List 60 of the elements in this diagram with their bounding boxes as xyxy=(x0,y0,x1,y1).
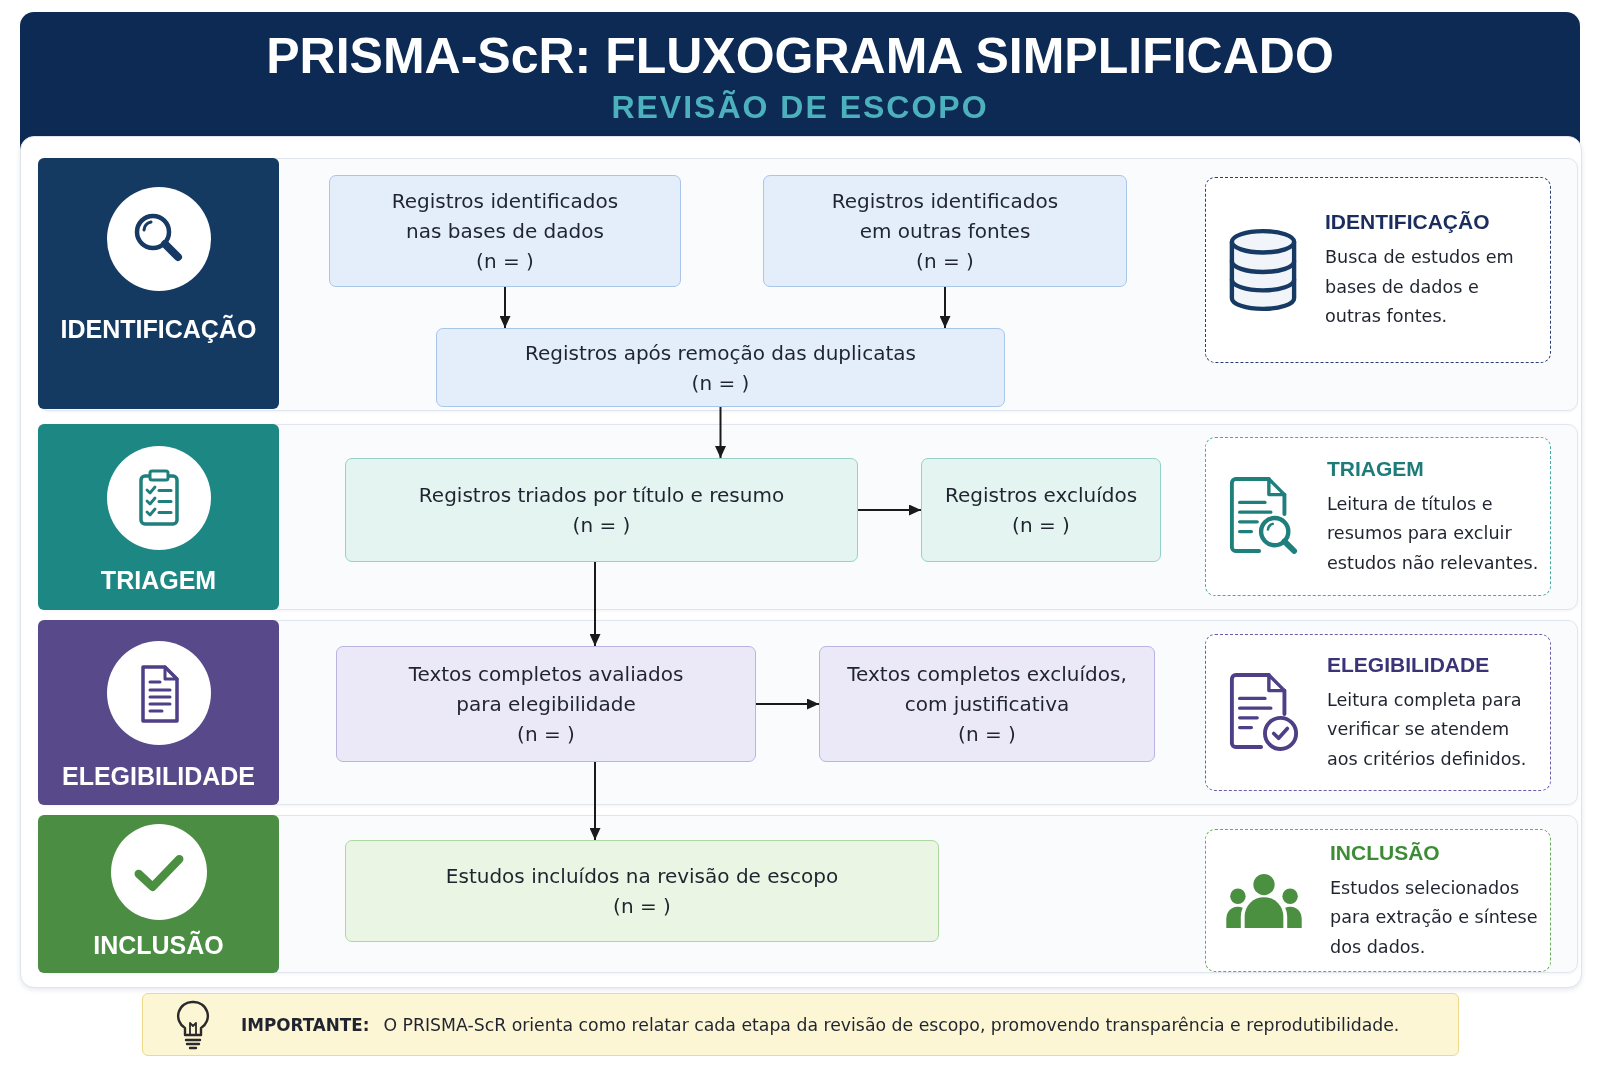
step-text: Registros identificados em outras fontes xyxy=(830,188,1060,245)
process-box xyxy=(921,458,1161,562)
step-text: Registros identificados nas bases de dados xyxy=(390,188,620,245)
stage-description: Leitura completa para verificar se atendem aos critérios definidos. xyxy=(1327,688,1528,771)
stage-badge xyxy=(38,424,279,610)
stage-label: ELEGIBILIDADE xyxy=(61,761,256,791)
note-text: O PRISMA-ScR orienta como relatar cada etapa da revisão de escopo, promovendo transparência e reprodutibilidade. xyxy=(383,1013,1400,1036)
step-text: Registros excluídos xyxy=(944,482,1138,509)
stage-heading: ELEGIBILIDADE xyxy=(1327,651,1491,678)
stage-badge xyxy=(38,620,279,805)
process-box xyxy=(763,175,1127,287)
step-text: Registros após remoção das duplicatas xyxy=(525,339,916,367)
stage-label: IDENTIFICAÇÃO xyxy=(60,314,257,344)
stage-heading: IDENTIFICAÇÃO xyxy=(1325,209,1491,236)
info-card xyxy=(1205,177,1551,363)
flow-arrow xyxy=(715,406,726,459)
info-card xyxy=(1205,437,1551,596)
count-text: (n = ) xyxy=(958,721,1016,748)
process-box xyxy=(336,646,756,762)
stage-label: INCLUSÃO xyxy=(93,930,224,960)
note-box xyxy=(142,993,1459,1056)
process-box xyxy=(345,458,858,562)
count-text: (n = ) xyxy=(517,721,575,748)
process-box xyxy=(436,328,1005,407)
diagram-title: PRISMA-ScR: FLUXOGRAMA SIMPLIFICADO xyxy=(266,28,1334,84)
stage-row-panel xyxy=(38,620,1578,805)
stage-description: Estudos selecionados para extração e síntese dos dados. xyxy=(1330,876,1539,959)
count-text: (n = ) xyxy=(476,248,534,275)
count-text: (n = ) xyxy=(572,512,631,539)
stage-badge xyxy=(38,158,279,409)
process-box xyxy=(329,175,681,287)
process-box xyxy=(819,646,1155,762)
flow-arrow xyxy=(589,761,601,841)
stage-heading: TRIAGEM xyxy=(1327,455,1425,482)
count-text: (n = ) xyxy=(691,369,750,397)
stage-row-panel xyxy=(38,158,1578,411)
info-card xyxy=(1205,634,1551,791)
step-text: Textos completos excluídos, com justificativa xyxy=(846,661,1128,718)
stage-description: Leitura de títulos e resumos para excluir estudos não relevantes. xyxy=(1327,492,1540,575)
stage-heading: INCLUSÃO xyxy=(1330,839,1441,866)
count-text: (n = ) xyxy=(916,248,974,275)
stage-badge xyxy=(38,815,279,973)
stage-label: TRIAGEM xyxy=(100,565,217,595)
count-text: (n = ) xyxy=(613,893,671,920)
stage-description: Busca de estudos em bases de dados e outras fontes. xyxy=(1325,246,1515,329)
flow-arrow xyxy=(857,504,922,516)
note-heading: IMPORTANTE: xyxy=(241,1013,370,1036)
step-text: Estudos incluídos na revisão de escopo xyxy=(445,863,839,890)
count-text: (n = ) xyxy=(1012,512,1070,539)
process-box xyxy=(345,840,939,942)
step-text: Registros triados por título e resumo xyxy=(418,482,785,509)
flow-arrow xyxy=(939,286,951,329)
flow-arrow xyxy=(589,561,601,647)
diagram-subtitle: REVISÃO DE ESCOPO xyxy=(611,88,989,126)
stage-row-panel xyxy=(38,424,1578,610)
step-text: Textos completos avaliados para elegibilidade xyxy=(407,661,685,718)
info-card xyxy=(1205,829,1551,972)
flow-arrow xyxy=(499,286,511,329)
flow-arrow xyxy=(755,698,820,710)
stage-row-panel xyxy=(38,815,1578,973)
